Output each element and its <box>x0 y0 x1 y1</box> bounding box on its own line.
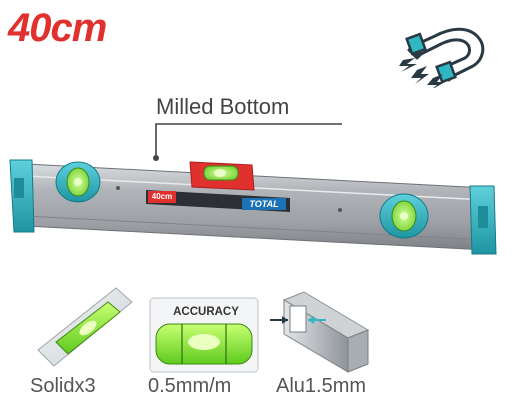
accuracy-tag: ACCURACY <box>173 306 239 318</box>
accuracy-vial-image <box>149 297 259 373</box>
feature-label-solid: Solidx3 <box>30 375 96 397</box>
body-size-tag: 40cm <box>151 192 173 201</box>
aluminum-profile-image <box>270 291 370 373</box>
callout-leader <box>153 123 342 161</box>
size-title: 40cm <box>8 6 107 50</box>
brand-logo: TOTAL <box>249 199 279 209</box>
feature-label-aluminum: Alu1.5mm <box>276 375 367 397</box>
feature-label-accuracy: 0.5mm/m <box>148 375 232 397</box>
callout-label: Milled Bottom <box>156 94 290 119</box>
solid-vial-image <box>37 287 133 367</box>
magnet-icon <box>399 27 485 88</box>
spirit-level <box>9 159 497 255</box>
